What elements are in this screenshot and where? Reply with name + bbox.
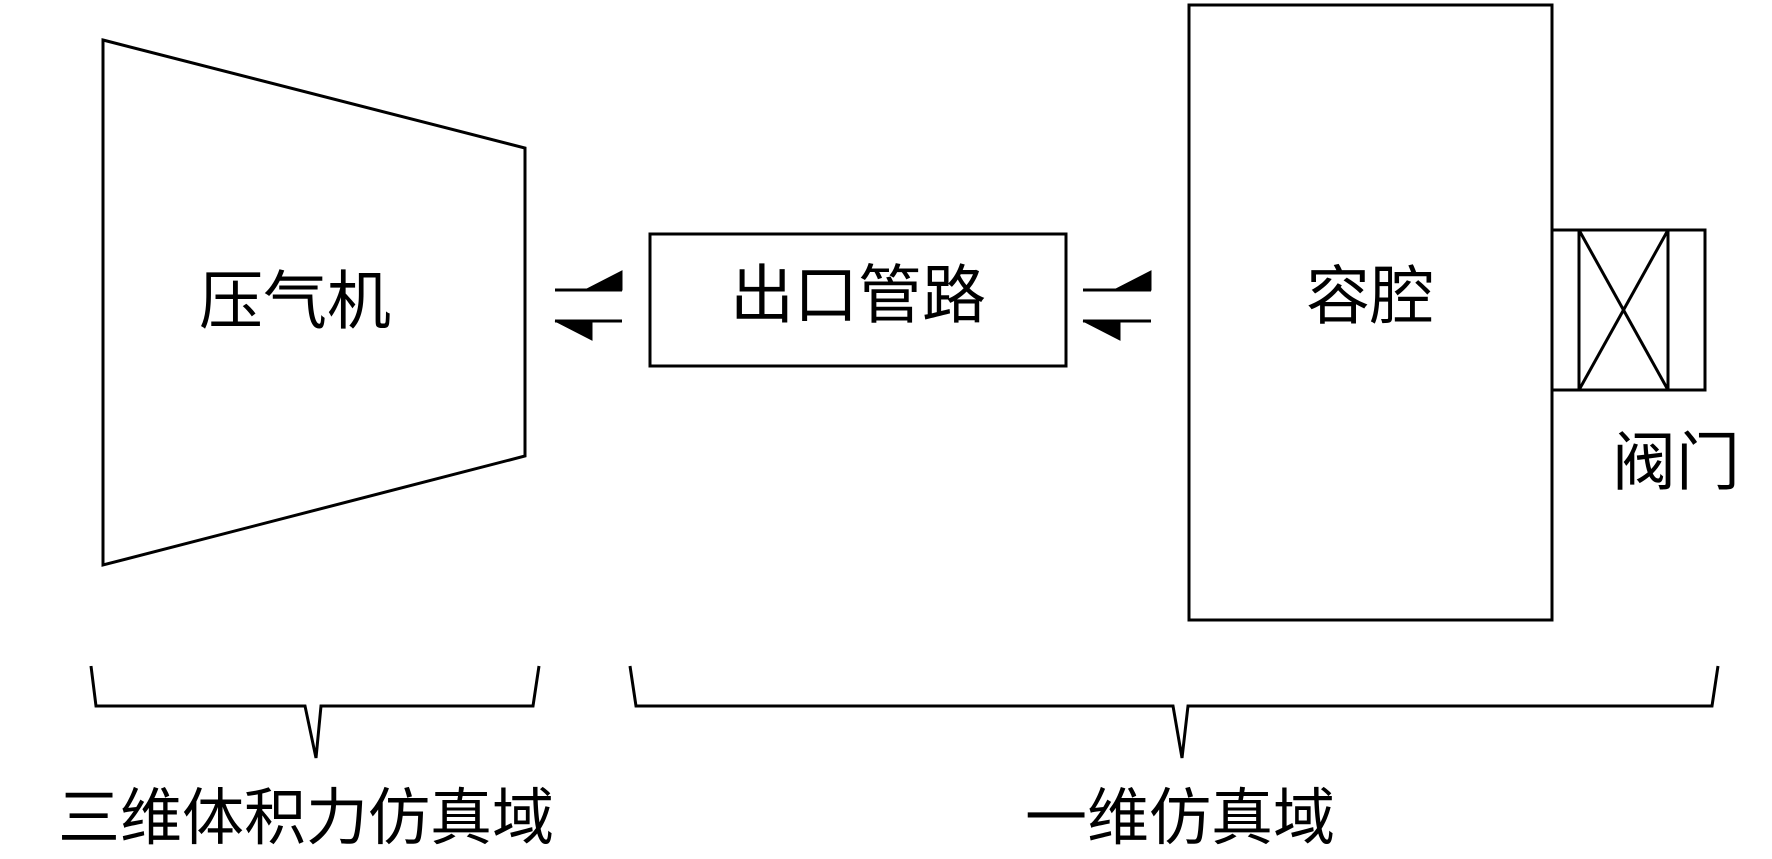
cavity-label: 容腔 (1306, 261, 1434, 335)
outlet-pipe-label: 出口管路 (730, 260, 986, 334)
valve-cross-line-2 (1577, 229, 1670, 391)
one-d-domain-label: 一维仿真域 (1025, 781, 1335, 854)
outlet-pipe-shape (648, 232, 1068, 368)
three-d-domain-brace-icon (89, 665, 541, 759)
valve-outer-box (1550, 228, 1707, 392)
valve-label: 阀门 (1612, 427, 1740, 501)
coupling-arrows-icon-2 (1082, 270, 1152, 341)
lower-arrowhead (554, 320, 593, 341)
outlet-pipe-block: 出口管路 (648, 232, 1068, 368)
cavity-shape (1187, 3, 1554, 622)
upper-arrowhead (584, 270, 623, 291)
three-d-domain-label: 三维体积力仿真域 (58, 781, 554, 854)
valve-icon (1550, 228, 1707, 392)
compressor-block: 压气机 (101, 38, 527, 567)
coupling-arrows-icon-1 (554, 270, 623, 341)
one-d-domain-brace-icon (628, 665, 1720, 759)
cavity-block: 容腔 (1187, 3, 1554, 622)
compressor-shape (101, 38, 527, 567)
lower-arrowhead (1082, 320, 1121, 341)
upper-arrowhead (1113, 270, 1152, 291)
compressor-label: 压气机 (199, 266, 391, 340)
